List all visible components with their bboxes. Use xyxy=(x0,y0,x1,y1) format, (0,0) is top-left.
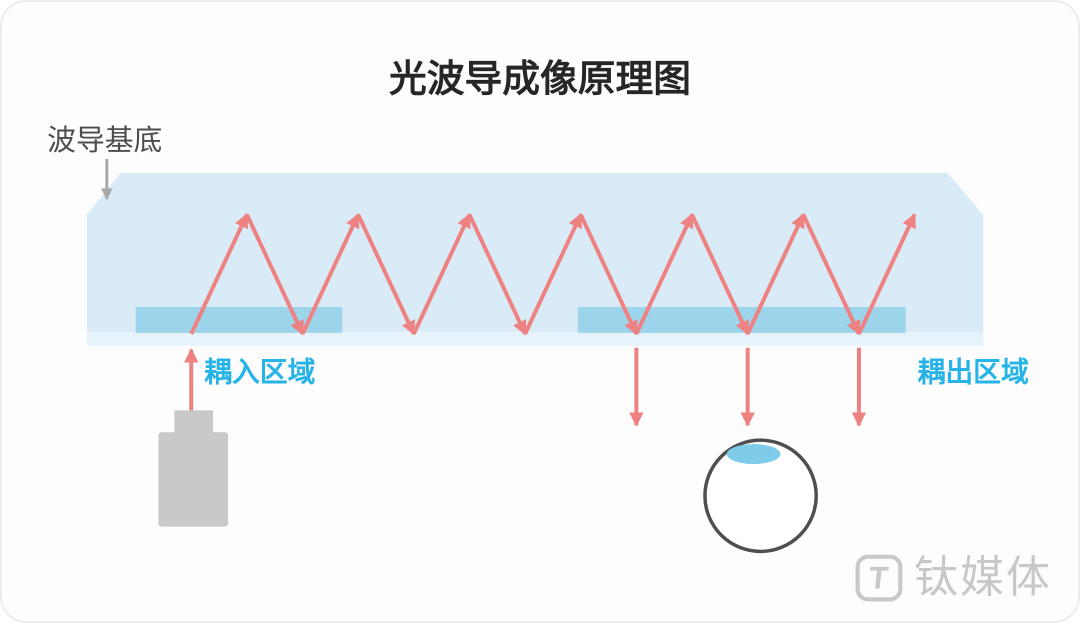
ray-up-segment xyxy=(523,213,583,335)
tmtpost-logo-icon: T xyxy=(855,554,903,602)
projector-lens xyxy=(174,410,214,435)
projector xyxy=(158,410,229,527)
logo-frame xyxy=(855,554,903,602)
ray-down-segment xyxy=(245,213,305,336)
ray-up-segment xyxy=(300,213,360,335)
couple-in-label: 耦入区域 xyxy=(204,357,315,388)
projector-body xyxy=(158,432,229,527)
ray-up-segment xyxy=(412,213,472,335)
watermark-text: 钛媒体 xyxy=(914,553,1052,602)
ray-up-segment xyxy=(745,213,806,335)
logo-letter: T xyxy=(867,560,890,595)
eye xyxy=(703,438,818,554)
ray-down-segment xyxy=(467,213,527,336)
ray-up-segment xyxy=(634,213,694,335)
light-ray-layer xyxy=(184,213,917,427)
ray-down-segment xyxy=(801,213,861,336)
substrate-label: 波导基底 xyxy=(47,125,162,157)
ray-down-segment xyxy=(356,213,416,336)
watermark: T 钛媒体 xyxy=(854,553,1052,603)
ray-up-segment xyxy=(857,213,917,335)
eyeball xyxy=(703,438,818,554)
page-title: 光波导成像原理图 xyxy=(389,57,691,99)
ray-down-segment xyxy=(690,213,750,336)
eye-lens xyxy=(726,444,781,465)
waveguide-slab xyxy=(86,172,984,346)
ray-up-segment xyxy=(189,213,249,335)
couple-out-label: 耦出区域 xyxy=(918,357,1029,388)
waveguide-bottom-band xyxy=(86,331,984,346)
ray-down-segment xyxy=(578,213,639,336)
